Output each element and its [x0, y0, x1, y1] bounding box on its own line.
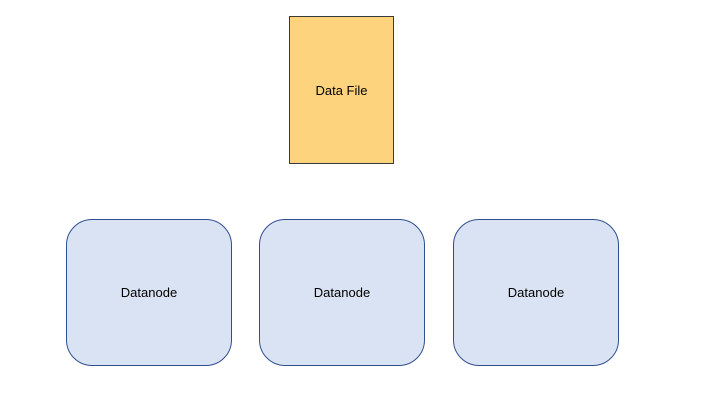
datanode-box-1: Datanode	[66, 219, 232, 366]
datanode-label: Datanode	[507, 285, 565, 300]
datanode-box-3: Datanode	[453, 219, 619, 366]
data-file-box: Data File	[289, 16, 394, 164]
data-file-label: Data File	[315, 82, 368, 98]
datanode-label: Datanode	[120, 285, 178, 300]
datanode-label: Datanode	[313, 285, 371, 300]
datanode-box-2: Datanode	[259, 219, 425, 366]
